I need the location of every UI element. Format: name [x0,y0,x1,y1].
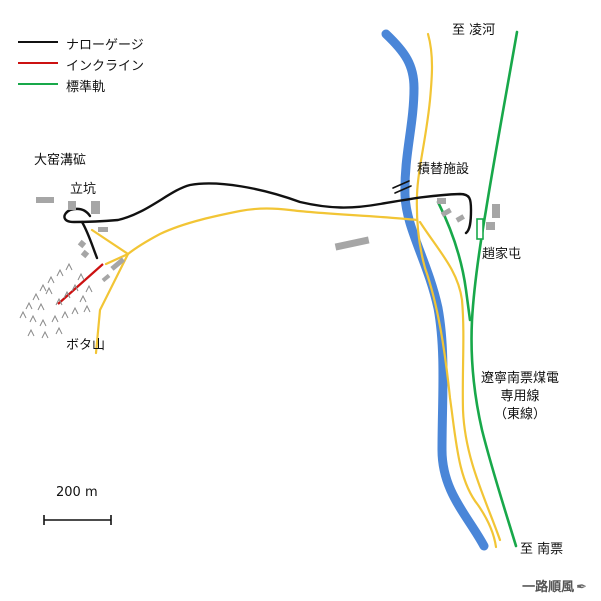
building [101,273,111,283]
legend-label-narrow-gauge: ナローゲージ [66,38,144,53]
label-railway-line-3: （東線） [493,407,546,422]
road-mine-2 [94,252,130,355]
label-to-south: 至 南票 [520,542,564,557]
building [91,201,100,214]
standard-gauge [436,30,519,548]
narrow-main [63,182,473,235]
incline [57,263,104,305]
label-transfer-facility: 積替施設 [417,162,470,177]
legend-swatch-incline [18,62,58,64]
building [334,236,370,251]
legend-label-incline: インクライン [66,59,145,74]
building [110,257,126,271]
scale-label: 200 m [56,485,98,500]
river [381,29,489,551]
building [437,198,446,204]
signature: 一路順風✒ [522,576,587,595]
standard-main [470,30,519,548]
legend-swatch-standard-gauge [18,83,58,85]
building [77,239,87,249]
building [80,249,90,259]
narrow-cross-2 [394,185,412,194]
pen-icon: ✒ [576,580,587,595]
narrow-to-heap [80,220,99,260]
standard-branch [436,200,472,322]
scale-bar [43,515,112,525]
legend-swatch-narrow-gauge [18,41,58,43]
label-spoil-heap: ボタ山 [66,338,106,353]
signature-text: 一路順風 [522,580,575,595]
label-mine: 大窑溝砿 [34,153,87,168]
building [440,207,452,218]
legend-label-standard-gauge: 標準軌 [66,80,106,95]
building [98,227,108,232]
building [486,222,495,230]
road-main [415,32,498,549]
road-mine-1 [90,228,130,256]
label-to-north: 至 凌河 [452,23,496,38]
narrow-cross-1 [392,180,410,189]
building [455,214,465,223]
buildings [36,197,500,283]
roads [90,32,502,549]
label-station: 趙家屯 [482,247,522,262]
road-west [126,207,419,256]
label-railway-line-1: 遼寧南票煤電 [480,371,559,386]
spoil-heap-marks [19,262,93,339]
building [36,197,54,203]
road-east [418,220,502,542]
label-railway-line: 遼寧南票煤電 専用線 （東線） [468,370,572,424]
building [68,201,76,210]
building [476,218,484,240]
label-shaft: 立坑 [70,182,97,197]
label-railway-line-2: 専用線 [500,389,540,404]
road-mine-3 [104,252,130,266]
building [492,204,500,218]
